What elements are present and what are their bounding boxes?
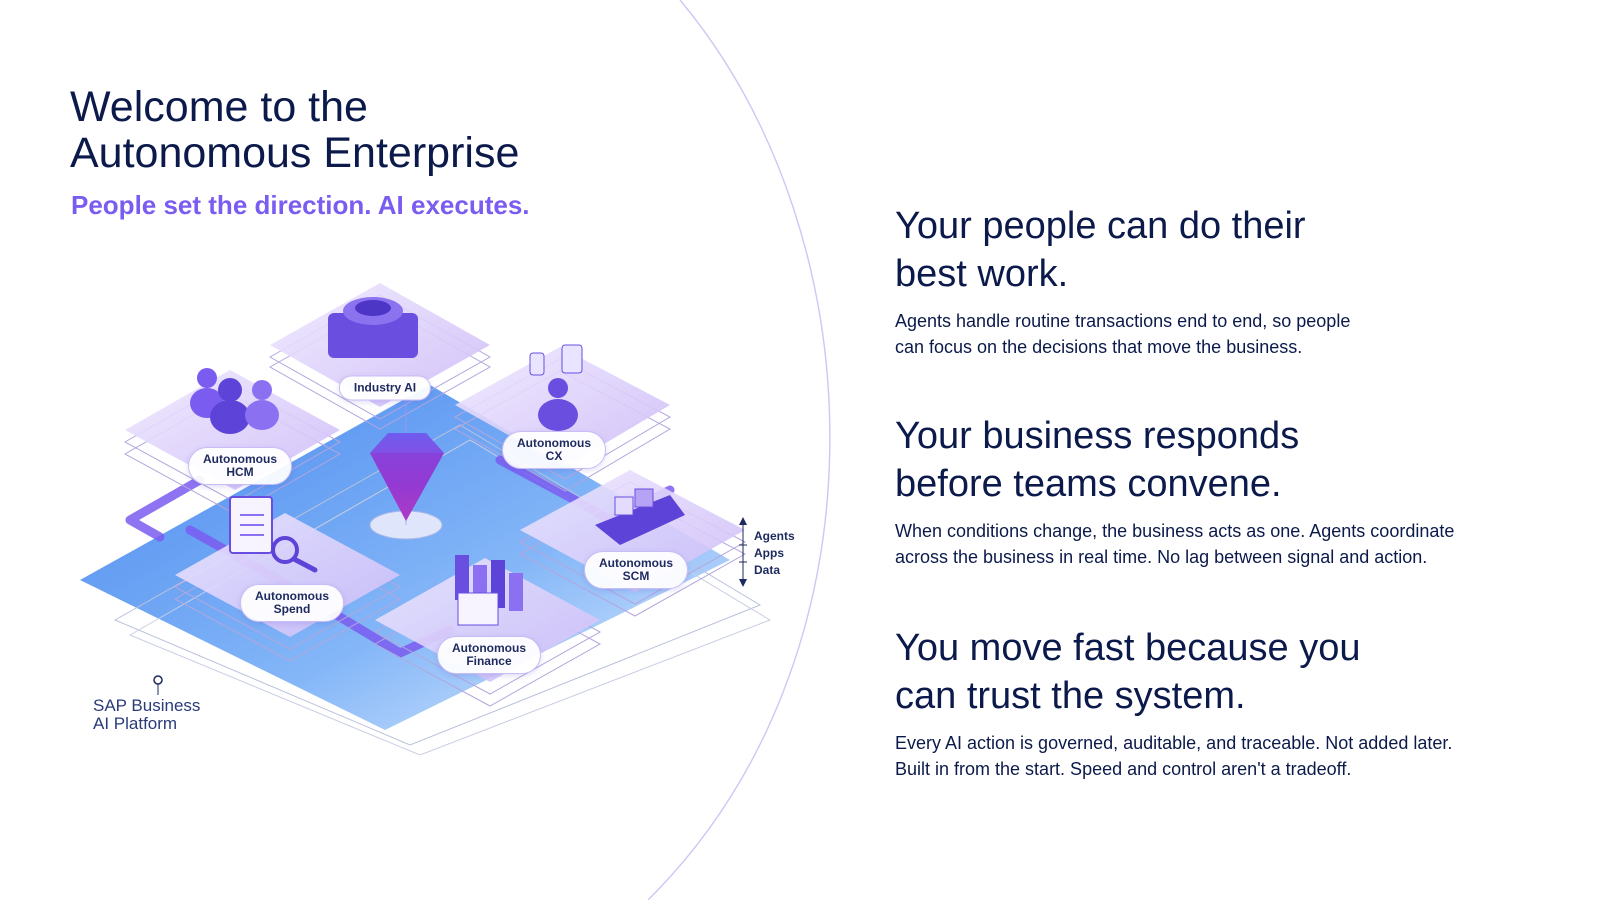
benefit-body: Agents handle routine transactions end t…	[895, 308, 1535, 360]
benefit-heading: You move fast because you can trust the …	[895, 624, 1535, 720]
module-label: Autonomous	[203, 452, 277, 466]
module-autonomous-spend: Autonomous Spend	[240, 584, 344, 622]
module-autonomous-scm: Autonomous SCM	[584, 551, 688, 589]
benefit-body-line-2: can focus on the decisions that move the…	[895, 337, 1303, 357]
benefit-body-line-1: Every AI action is governed, auditable, …	[895, 733, 1453, 753]
benefit-heading-line-1: Your people can do their	[895, 205, 1306, 247]
module-autonomous-cx: Autonomous CX	[502, 431, 606, 469]
benefit-business: Your business responds before teams conv…	[895, 412, 1535, 570]
central-ai-gem	[369, 395, 444, 540]
benefit-heading-line-1: You move fast because you	[895, 627, 1361, 669]
platform-label: SAP Business AI Platform	[93, 697, 200, 733]
autonomous-enterprise-diagram	[80, 283, 772, 755]
module-label: Autonomous	[452, 641, 526, 655]
layer-bracket	[739, 517, 747, 587]
tile-scm	[518, 470, 747, 617]
benefit-body-line-1: When conditions change, the business act…	[895, 521, 1455, 541]
benefit-body: When conditions change, the business act…	[895, 518, 1535, 570]
benefit-body-line-2: across the business in real time. No lag…	[895, 547, 1428, 567]
benefit-heading-line-1: Your business responds	[895, 415, 1300, 457]
module-sublabel: Spend	[273, 602, 311, 616]
benefit-body-line-1: Agents handle routine transactions end t…	[895, 311, 1351, 331]
module-sublabel: CX	[545, 449, 563, 463]
benefit-heading-line-2: before teams convene.	[895, 463, 1282, 505]
module-autonomous-hcm: Autonomous HCM	[188, 447, 292, 485]
platform-label-line-1: SAP Business	[93, 696, 201, 715]
module-sublabel: SCM	[622, 569, 650, 583]
benefit-body: Every AI action is governed, auditable, …	[895, 730, 1535, 782]
base-platform	[80, 385, 730, 730]
benefit-heading-line-2: can trust the system.	[895, 675, 1246, 717]
benefit-heading: Your business responds before teams conv…	[895, 412, 1535, 508]
module-label: Autonomous	[255, 589, 329, 603]
tile-industry-ai	[268, 283, 492, 430]
base-outline	[113, 424, 762, 746]
module-label: Industry AI	[353, 380, 417, 395]
benefit-heading-line-2: best work.	[895, 253, 1069, 295]
module-label: Autonomous	[599, 556, 673, 570]
module-sublabel: Finance	[466, 654, 512, 668]
page-subtitle: People set the direction. AI executes.	[71, 190, 530, 220]
platform-marker	[153, 675, 163, 685]
benefit-people: Your people can do their best work. Agen…	[895, 202, 1535, 360]
benefit-heading: Your people can do their best work.	[895, 202, 1535, 298]
title-line-1: Welcome to the	[70, 83, 368, 131]
platform-label-line-2: AI Platform	[93, 714, 178, 733]
benefit-trust: You move fast because you can trust the …	[895, 624, 1535, 782]
layer-label-apps: Apps	[754, 546, 784, 560]
title-line-2: Autonomous Enterprise	[70, 129, 520, 177]
layer-label-agents: Agents	[754, 529, 795, 543]
module-industry-ai: Industry AI	[338, 375, 432, 401]
layer-label-data: Data	[754, 563, 781, 577]
benefit-body-line-2: Built in from the start. Speed and contr…	[895, 759, 1352, 779]
page-title: Welcome to the Autonomous Enterprise	[70, 84, 519, 176]
module-autonomous-finance: Autonomous Finance	[437, 636, 541, 674]
module-sublabel: HCM	[226, 465, 254, 479]
module-label: Autonomous	[517, 436, 591, 450]
